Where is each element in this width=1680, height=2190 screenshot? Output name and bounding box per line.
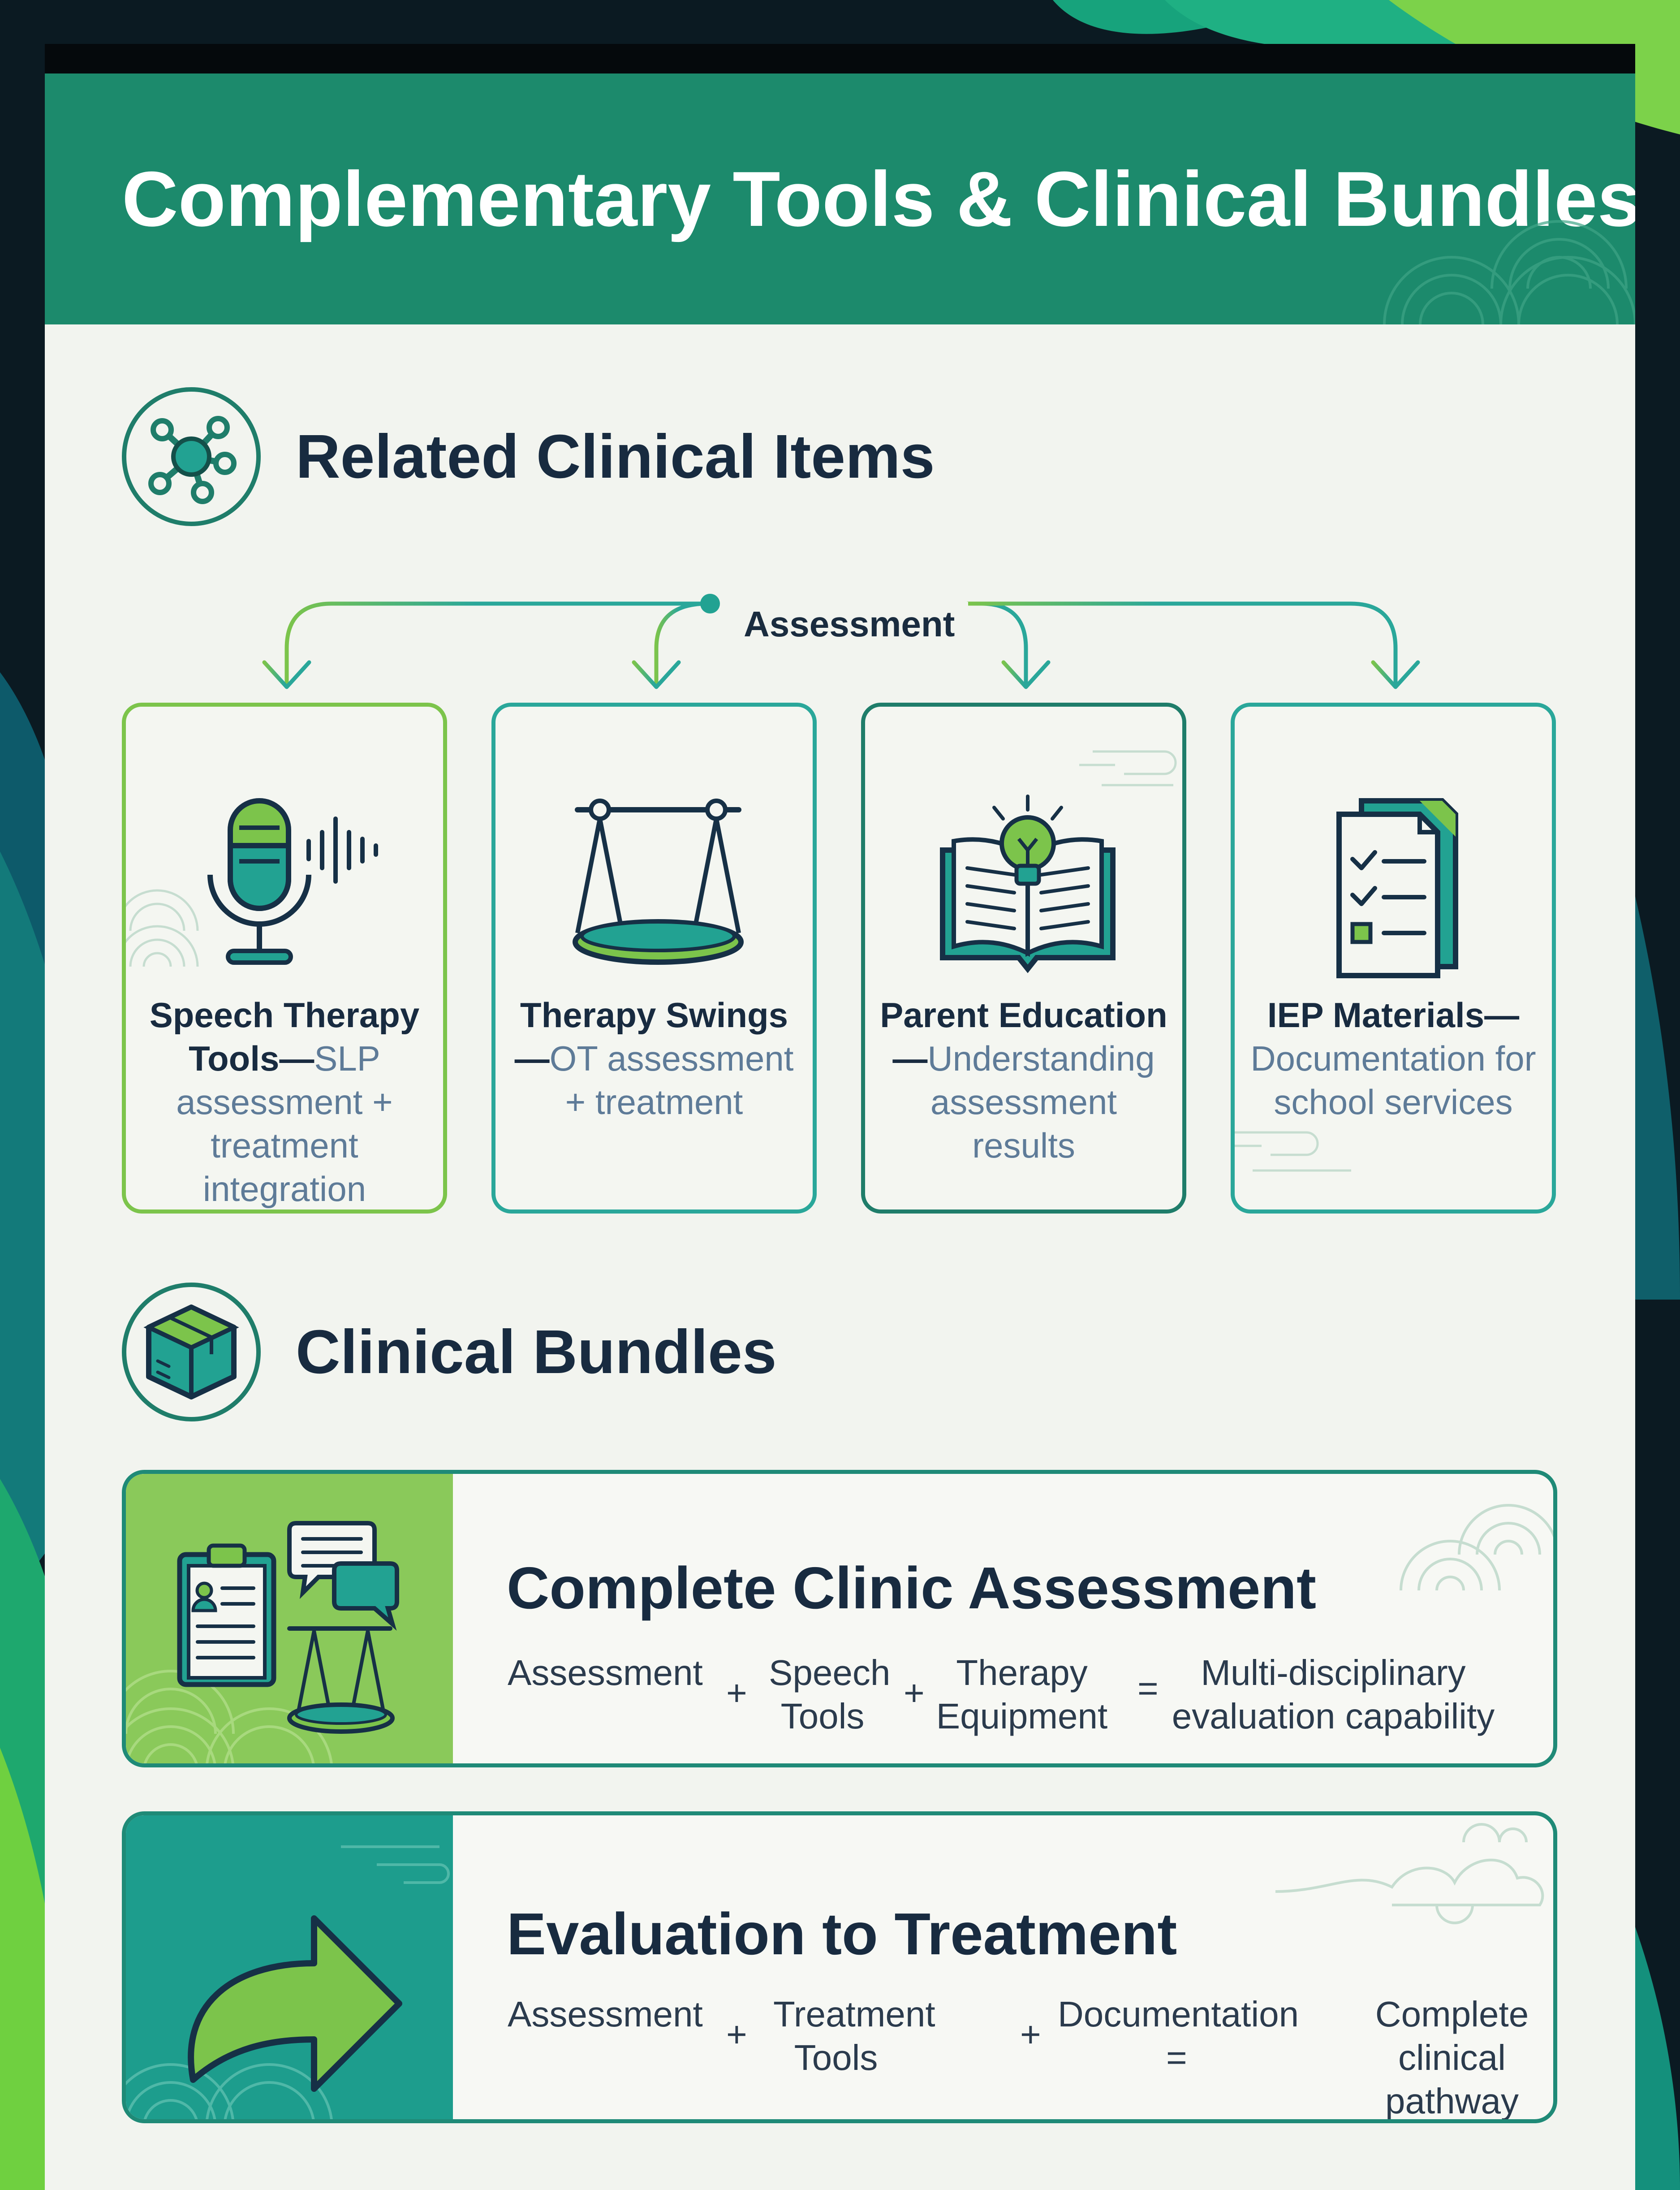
card-title: Therapy Swings: [520, 995, 788, 1035]
term-text: Assessment: [508, 1653, 703, 1693]
assessment-connectors: [262, 594, 1420, 689]
card-speech-therapy-tools[interactable]: Speech Therapy Tools—SLP assessment + tr…: [122, 703, 447, 1214]
bundle-icon-panel: [126, 1815, 453, 2119]
bundle-result: Complete clinical pathway: [1327, 1992, 1553, 2121]
card-text: IEP Materials—Documentation for school s…: [1250, 995, 1536, 1122]
term-text: Documentation: [1058, 1994, 1299, 2034]
infographic-panel: Complementary Tools & Clinical Bundles R…: [45, 44, 1635, 2190]
cloud-pattern-icon: [1079, 750, 1177, 786]
bundle-term: Assessment: [508, 1992, 703, 2036]
swing-icon: [573, 799, 744, 965]
card-parent-education[interactable]: Parent Education—Understanding assessmen…: [861, 703, 1186, 1214]
term-text: Therapy Equipment: [936, 1653, 1108, 1736]
section-title-related: Related Clinical Items: [296, 422, 935, 491]
bundle-icon-panel: [126, 1474, 453, 1763]
card-description: OT assessment + treatment: [549, 1039, 794, 1122]
term-text: Treatment Tools: [773, 1994, 935, 2078]
wave-pattern-icon: [1400, 1504, 1553, 1591]
header-banner: Complementary Tools & Clinical Bundles: [45, 73, 1635, 324]
bundle-result: Multi-disciplinary evaluation capability: [1170, 1651, 1497, 1738]
book-lightbulb-icon: [940, 795, 1116, 973]
curved-arrow-icon: [126, 1845, 450, 2119]
plus-sign: +: [726, 1673, 747, 1713]
microphone-icon: [207, 798, 378, 965]
card-therapy-swings[interactable]: Therapy Swings—OT assessment + treatment: [491, 703, 817, 1214]
bundle-title: Evaluation to Treatment: [507, 1901, 1177, 1967]
term-text: Assessment: [508, 1994, 703, 2034]
bundle-term: Assessment: [508, 1651, 703, 1694]
page-title: Complementary Tools & Clinical Bundles: [122, 155, 1635, 242]
bundle-term: Speech Tools: [751, 1651, 894, 1738]
box-icon: [122, 1283, 261, 1421]
cloud-pattern-icon: [1235, 1131, 1351, 1172]
card-text: Parent Education—Understanding assessmen…: [880, 995, 1167, 1165]
bundle-complete-clinic-assessment[interactable]: Complete Clinic Assessment Assessment + …: [122, 1470, 1557, 1767]
clipboard-chat-swing-icon: [126, 1521, 399, 1763]
bundle-title: Complete Clinic Assessment: [507, 1555, 1317, 1621]
card-description: Documentation for school services: [1250, 1039, 1536, 1122]
card-title: IEP Materials: [1267, 995, 1485, 1035]
card-text: Therapy Swings—OT assessment + treatment: [514, 995, 794, 1122]
checklist-document-icon: [1336, 798, 1458, 978]
card-title: Parent Education: [880, 995, 1167, 1035]
section-title-bundles: Clinical Bundles: [296, 1317, 777, 1387]
cloud-pattern-icon: [1275, 1823, 1544, 1924]
wave-pattern-icon: [1383, 220, 1635, 324]
assessment-hub-label: Assessment: [730, 602, 969, 647]
network-icon: [122, 387, 261, 526]
bundle-term: Therapy Equipment: [932, 1651, 1111, 1738]
result-text: Complete clinical pathway: [1375, 1994, 1529, 2121]
plus-sign: +: [726, 2014, 747, 2054]
wave-pattern-icon: [126, 889, 199, 967]
plus-sign: +: [904, 1673, 925, 1713]
term-text: Speech Tools: [769, 1653, 891, 1736]
card-description: Understanding assessment results: [927, 1039, 1155, 1165]
bundle-term: Documentation: [1058, 1992, 1299, 2036]
plus-sign: +: [1020, 2014, 1041, 2054]
card-description: SLP assessment + treatment integration: [176, 1039, 393, 1209]
equals-sign: =: [1166, 2038, 1187, 2078]
card-iep-materials[interactable]: IEP Materials—Documentation for school s…: [1231, 703, 1556, 1214]
top-bar: [45, 44, 1635, 73]
card-title: Speech Therapy Tools: [149, 995, 420, 1078]
bundle-term: Treatment Tools: [746, 1992, 935, 2079]
card-text: Speech Therapy Tools—SLP assessment + tr…: [149, 995, 420, 1209]
equals-sign: =: [1137, 1668, 1159, 1708]
result-text: Multi-disciplinary evaluation capability: [1172, 1653, 1495, 1736]
bundle-evaluation-to-treatment[interactable]: Evaluation to Treatment Assessment + Tre…: [122, 1811, 1557, 2123]
